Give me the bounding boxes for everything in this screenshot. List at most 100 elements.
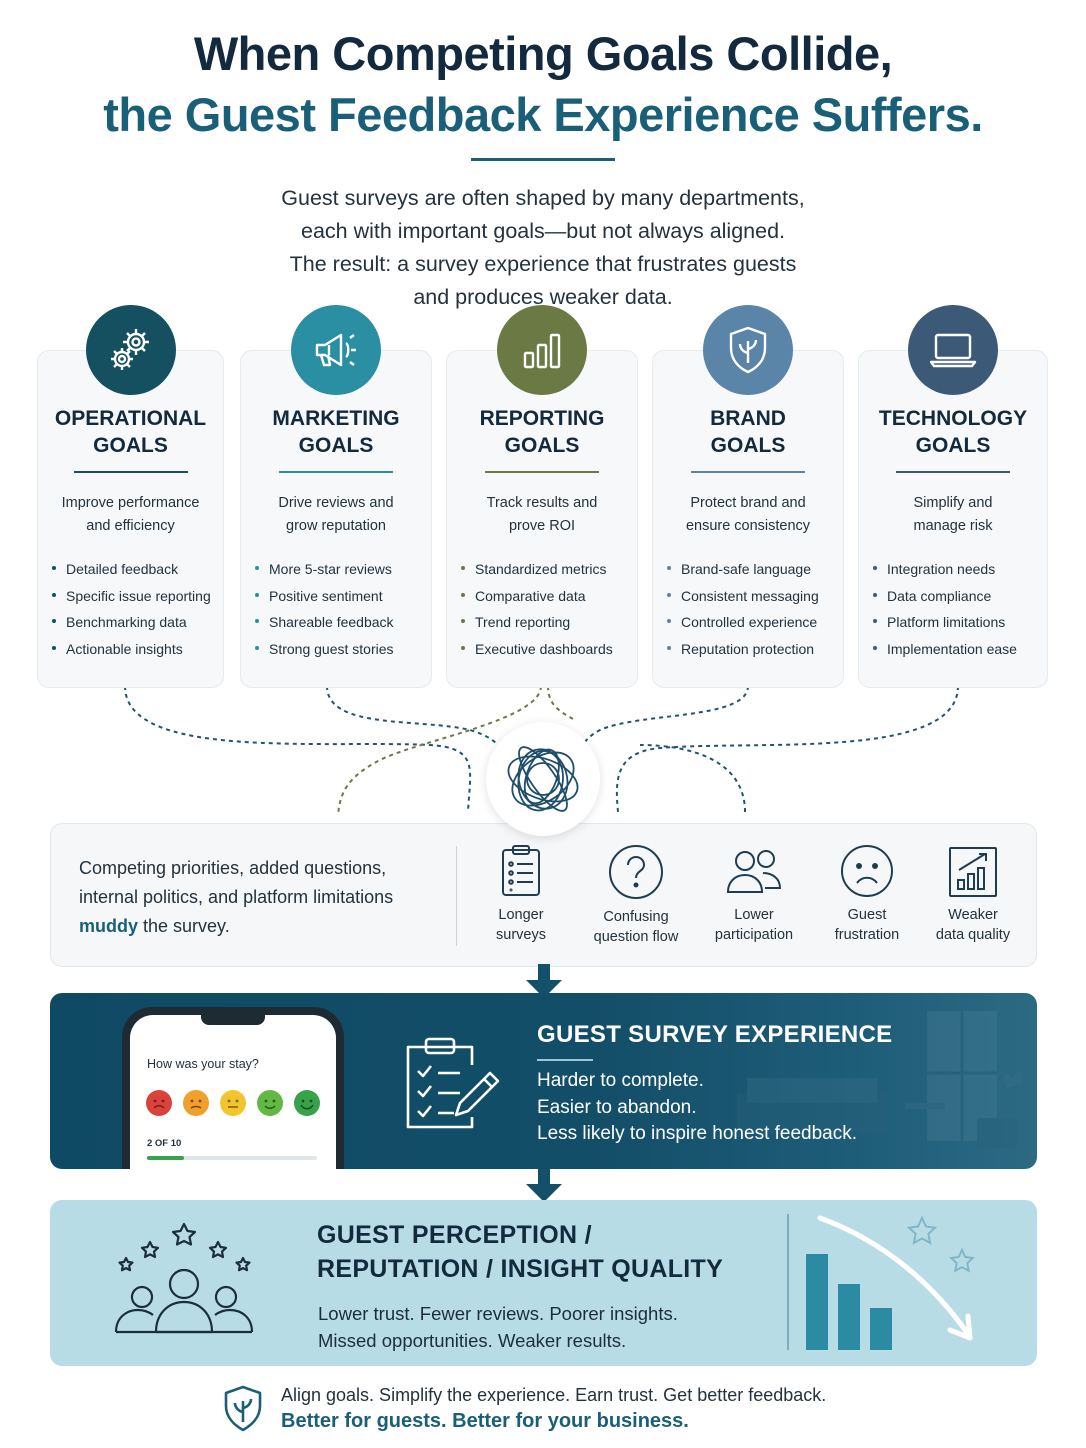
goal-divider (896, 471, 1010, 473)
connector-operational (124, 685, 472, 813)
list-item: Data compliance (873, 583, 1017, 610)
list-item: Trend reporting (461, 609, 613, 636)
question-icon (609, 845, 663, 899)
goal-icon-circle (85, 305, 176, 395)
goal-subtitle-line-2: grow reputation (286, 518, 386, 534)
rating-unhappy-icon[interactable] (183, 1090, 209, 1116)
decline-bar-1 (806, 1254, 828, 1350)
clipboard-pen-icon (406, 1037, 500, 1129)
connector-brand (579, 685, 749, 756)
survey-experience-band: How was your stay? 2 OF 10 (50, 993, 1037, 1169)
list-item: Detailed feedback (52, 556, 211, 583)
issue-guest-frustration: Guest frustration (807, 844, 927, 945)
list-item: Consistent messaging (667, 583, 819, 610)
list-item: Shareable feedback (255, 609, 394, 636)
intro-line-1: Guest surveys are often shaped by many d… (281, 186, 805, 210)
faded-star-icon (948, 1247, 976, 1273)
goal-list: Standardized metrics Comparative data Tr… (461, 556, 613, 662)
bullet-icon (461, 646, 465, 651)
issue-label: Confusing question flow (593, 909, 679, 945)
goal-divider (73, 471, 188, 473)
goal-title-line-2: GOALS (298, 434, 374, 457)
title-divider (471, 158, 615, 161)
checklist-icon (502, 845, 540, 896)
down-arrow-icon (526, 964, 562, 998)
rating-neutral-icon[interactable] (220, 1090, 246, 1116)
list-item: Executive dashboards (461, 636, 613, 663)
muddy-emphasis: muddy (79, 916, 139, 936)
goal-title-line-1: MARKETING (272, 407, 400, 430)
phone-question: How was your stay? (147, 1057, 259, 1071)
goal-subtitle-line-1: Simplify and (913, 495, 993, 511)
intro-line-2: each with important goals—but not always… (300, 219, 786, 243)
muddy-text: Competing priorities, added questions, i… (79, 854, 439, 941)
goal-list: Brand-safe language Consistent messaging… (667, 556, 819, 662)
issue-lower-participation: Lower participation (694, 844, 814, 945)
decline-arrow (817, 1215, 971, 1337)
phone-progress-fill (147, 1156, 185, 1160)
goal-card-reporting: REPORTING GOALS Track results and prove … (446, 305, 638, 688)
goal-list: More 5-star reviews Positive sentiment S… (255, 556, 394, 662)
bullet-icon (52, 566, 56, 571)
bullet-icon (461, 566, 465, 571)
down-arrow-icon (526, 1168, 562, 1202)
bullet-icon (873, 646, 877, 651)
rating-very-happy-icon[interactable] (294, 1090, 320, 1116)
issue-label: Guest frustration (834, 907, 900, 943)
sad-face-icon (841, 845, 893, 897)
rating-happy-icon[interactable] (257, 1090, 283, 1116)
connector-technology (615, 685, 959, 813)
bullet-icon (873, 592, 877, 597)
phone-mockup: How was your stay? 2 OF 10 (122, 1007, 344, 1169)
room-background-illustration (737, 1011, 1023, 1148)
list-item: Brand-safe language (667, 556, 819, 583)
list-item: Reputation protection (667, 636, 819, 663)
goal-title-line-1: BRAND (710, 407, 786, 430)
goal-icon-circle (908, 305, 998, 395)
megaphone-icon (315, 333, 356, 367)
perception-heading-line-2: REPUTATION / INSIGHT QUALITY (317, 1255, 724, 1283)
issue-longer-surveys: Longer surveys (461, 844, 581, 945)
bullet-icon (52, 646, 56, 651)
bullet-icon (52, 619, 56, 624)
rating-very-unhappy-icon[interactable] (146, 1090, 172, 1116)
goal-list: Integration needs Data compliance Platfo… (873, 556, 1017, 662)
goal-subtitle: Protect brand and ensure consistency (653, 492, 843, 538)
goal-card-operational: OPERATIONAL GOALS Improve performance an… (37, 305, 224, 688)
bullet-icon (667, 566, 671, 571)
intro-line-3: The result: a survey experience that fru… (289, 252, 797, 276)
list-item: Implementation ease (873, 636, 1017, 663)
list-item: Comparative data (461, 583, 613, 610)
goal-subtitle: Improve performance and efficiency (38, 492, 223, 538)
tangle-knot-icon (486, 722, 600, 836)
goal-title-line-1: OPERATIONAL (54, 407, 207, 430)
survey-lines: Harder to complete. Easier to abandon. L… (537, 1068, 857, 1148)
bullet-icon (255, 619, 259, 624)
list-item: More 5-star reviews (255, 556, 394, 583)
faded-star-icon (906, 1215, 938, 1245)
issue-confusing-flow: Confusing question flow (576, 844, 696, 947)
survey-line-2: Easier to abandon. (537, 1096, 697, 1118)
perception-line-2: Missed opportunities. Weaker results. (318, 1330, 627, 1351)
goal-subtitle-line-1: Improve performance (61, 495, 200, 511)
goal-icon-circle (291, 305, 381, 395)
goal-card-brand: BRAND GOALS Protect brand and ensure con… (652, 305, 844, 688)
survey-heading: GUEST SURVEY EXPERIENCE (537, 1021, 893, 1048)
goal-subtitle-line-1: Protect brand and (690, 495, 806, 511)
survey-line-3: Less likely to inspire honest feedback. (537, 1123, 858, 1144)
page-title: When Competing Goals Collide, the Guest … (0, 26, 1086, 142)
title-line-2: the Guest Feedback Experience Suffers. (103, 88, 983, 141)
list-item: Standardized metrics (461, 556, 613, 583)
goal-subtitle: Drive reviews and grow reputation (241, 492, 431, 538)
goal-list: Detailed feedback Specific issue reporti… (52, 556, 211, 662)
bullet-icon (461, 619, 465, 624)
intro-paragraph: Guest surveys are often shaped by many d… (0, 182, 1086, 314)
perception-heading-line-1: GUEST PERCEPTION / (317, 1221, 592, 1249)
perception-band: GUEST PERCEPTION / REPUTATION / INSIGHT … (50, 1200, 1037, 1366)
bullet-icon (667, 619, 671, 624)
declining-bars-icon (806, 1215, 976, 1350)
issue-label: Lower participation (714, 907, 794, 943)
gears-icon (110, 329, 149, 370)
muddy-divider (456, 846, 457, 946)
goal-title-line-2: GOALS (93, 434, 168, 457)
